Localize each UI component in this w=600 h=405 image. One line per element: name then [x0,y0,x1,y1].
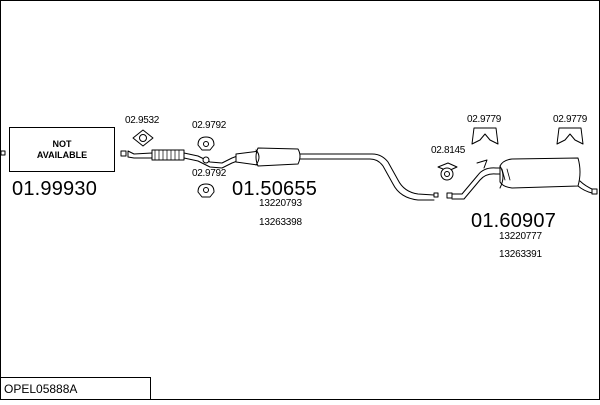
intermediate-pipe-icon [299,153,453,201]
reference-code: OPEL05888A [4,382,78,396]
left-connection-marker [0,150,6,156]
fitting-hanger-mid-bottom-code: 02.9792 [192,168,227,179]
fitting-hanger-rear-left-code: 02.9779 [467,114,502,125]
rear-bracket-icon [476,159,488,169]
front-pipe-icon [127,149,241,169]
clamp-icon [437,162,458,181]
part-number-middle-silencer: 01.50655 [232,178,318,200]
not-available-box: NOT AVAILABLE [9,127,115,172]
fitting-gasket-code: 02.9532 [125,115,160,126]
hanger-mid-top-icon [197,136,215,151]
part-number-rear-silencer: 01.60907 [471,210,557,232]
not-available-label: NOT AVAILABLE [36,139,88,160]
fitting-hanger-rear-right-code: 02.9779 [553,114,588,125]
reference-box: OPEL05888A [0,377,151,400]
fitting-hanger-mid-top-code: 02.9792 [192,120,227,131]
oem-number-rear-1: 13220777 [499,231,542,242]
front-flange-icon [120,150,127,157]
hanger-mid-bottom-icon [197,183,215,198]
hanger-rear-right-icon [556,127,584,145]
oem-number-middle-1: 13220793 [259,198,302,209]
part-number-front-pipe: 01.99930 [12,178,98,200]
hanger-rear-left-icon [471,127,499,145]
rear-silencer-icon [451,157,598,200]
oem-number-rear-2: 13263391 [499,249,542,260]
fitting-clamp-code: 02.8145 [431,145,466,156]
gasket-icon [132,129,154,147]
middle-silencer-icon [235,147,301,167]
oem-number-middle-2: 13263398 [259,217,302,228]
